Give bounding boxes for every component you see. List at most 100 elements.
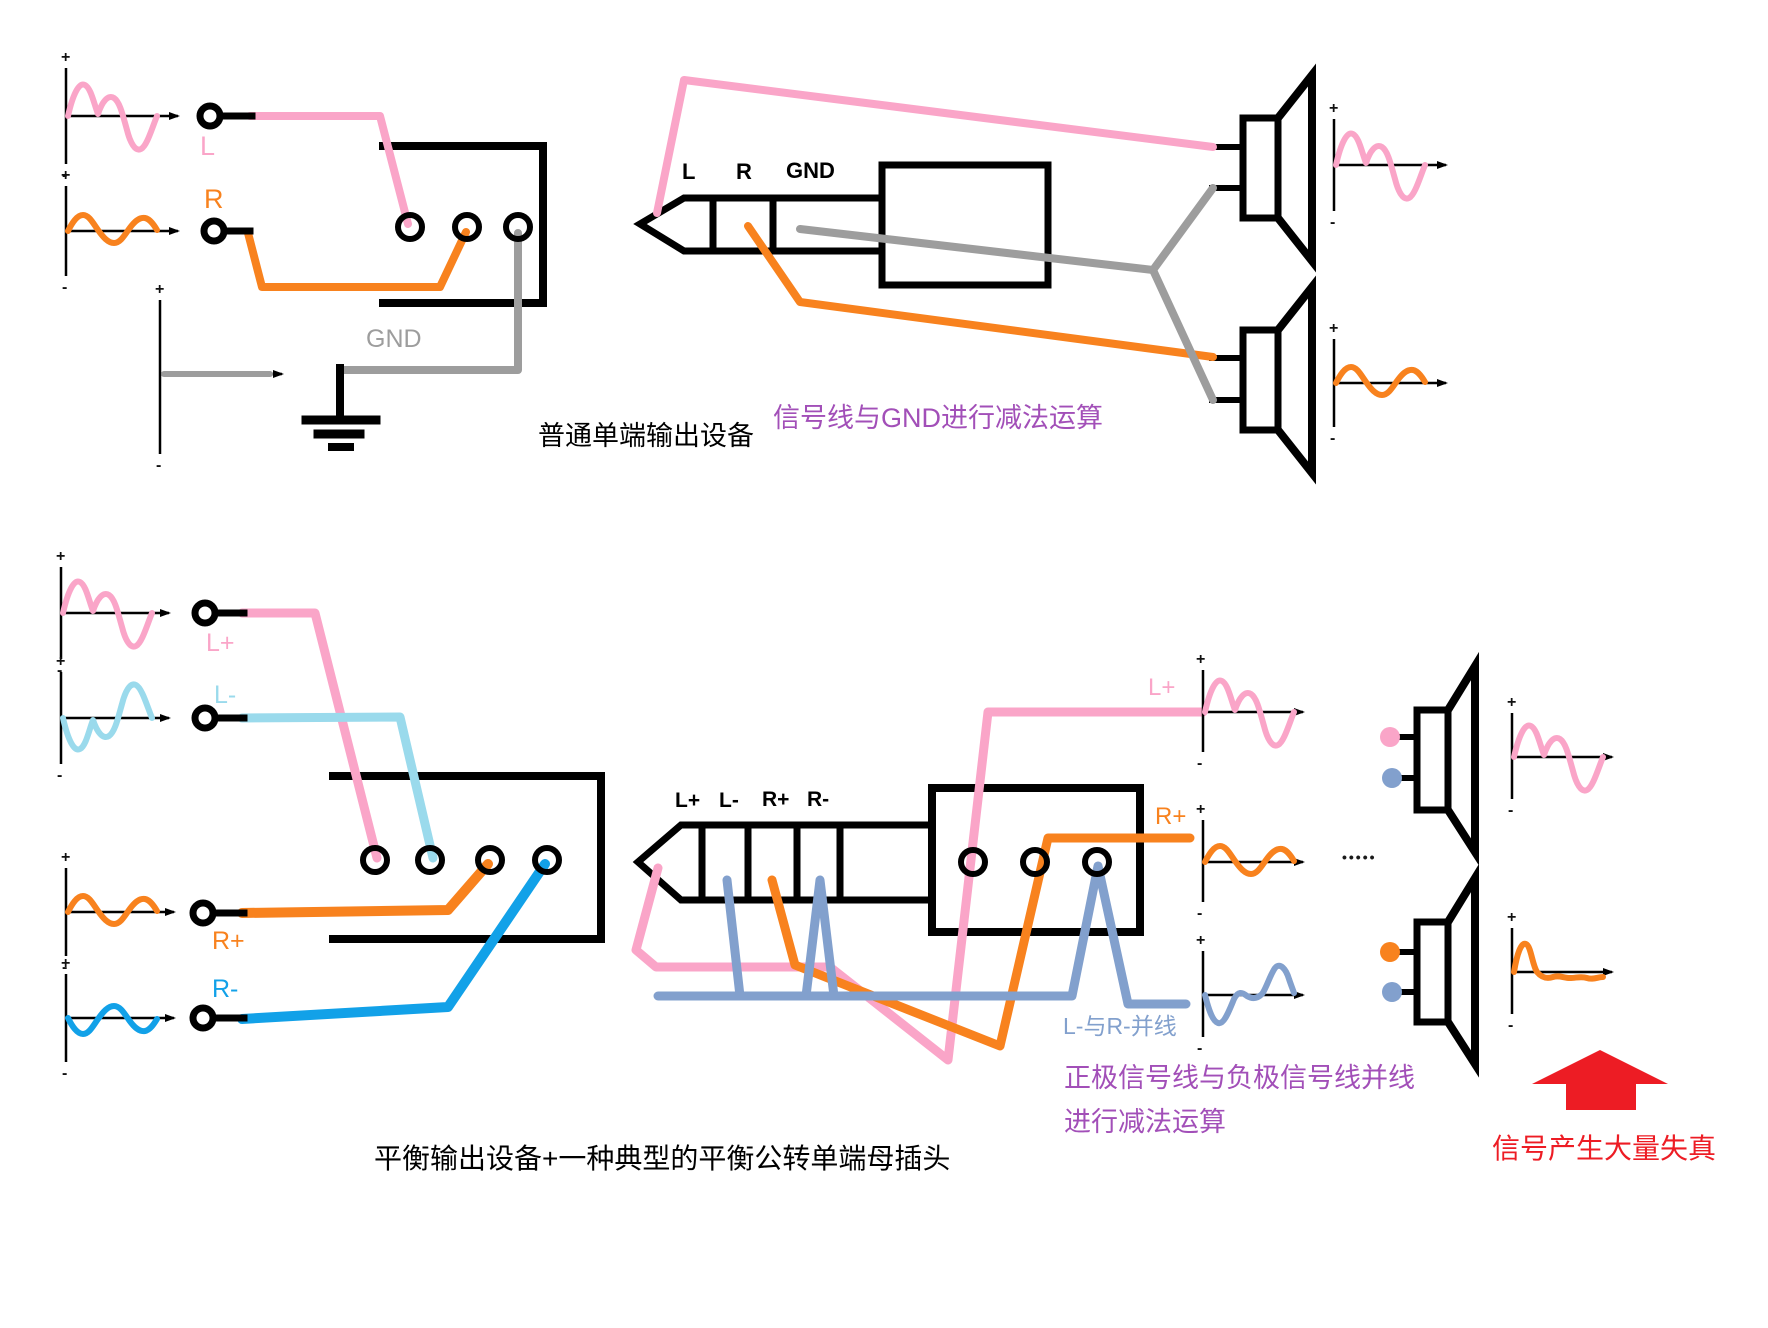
axis-minus: -	[1330, 430, 1335, 447]
note-balanced-line2: 进行减法运算	[1064, 1107, 1226, 1137]
speaker-icon	[1209, 275, 1316, 485]
axis-plus: +	[1196, 801, 1205, 818]
wire-dot-pink	[1380, 727, 1400, 747]
waveform-rminus-source: + -	[61, 955, 176, 1082]
plug-label-gnd: GND	[786, 158, 835, 183]
warning-distortion: 信号产生大量失真	[1492, 1133, 1717, 1164]
trrs-plug	[632, 784, 1144, 936]
plug-label-lminus: L-	[719, 789, 739, 812]
waveform-r-output: + -	[1329, 320, 1448, 447]
waveform-combined-slate: + -	[1196, 932, 1305, 1057]
axis-minus: -	[62, 167, 67, 184]
ellipsis-dots: •••••	[1342, 849, 1377, 865]
wire-lminus-lightblue	[237, 712, 438, 863]
axis-minus: -	[62, 959, 67, 976]
label-out-lplus: L+	[1148, 674, 1176, 701]
wire-dot-orange	[1380, 942, 1400, 962]
axis-minus: -	[1508, 802, 1513, 819]
caption-balanced: 平衡输出设备+一种典型的平衡公转单端母插头	[374, 1143, 951, 1174]
wire-lplus-pink	[237, 608, 382, 863]
terminal-lminus	[191, 704, 248, 732]
axis-plus: +	[56, 548, 65, 565]
label-lplus: L+	[206, 629, 235, 657]
label-lminus: L-	[214, 681, 237, 709]
adapter-holes	[958, 847, 1112, 877]
waveform-speaker-l-out: + -	[1507, 694, 1614, 819]
wire-r-orange	[244, 222, 1217, 361]
label-l: L	[200, 131, 216, 161]
waveform-l-output: + -	[1329, 100, 1448, 231]
plug-label-l: L	[682, 159, 696, 184]
ground-icon	[301, 364, 381, 451]
axis-plus: +	[61, 849, 70, 866]
axis-plus: +	[56, 653, 65, 670]
plug-label-lplus: L+	[675, 789, 701, 812]
axis-minus: -	[1508, 1017, 1513, 1034]
speaker-icon	[1209, 63, 1316, 273]
speaker-icon	[1380, 863, 1479, 1078]
wire-ring2-orange	[767, 833, 1195, 1051]
waveform-gnd-source: + -	[155, 281, 284, 474]
label-r: R	[204, 184, 224, 214]
speaker-icon	[1380, 651, 1479, 866]
wire-lminus-rminus-slate	[653, 861, 1191, 1009]
wire-rplus-orange	[237, 859, 493, 918]
waveform-rplus-out: + -	[1196, 801, 1305, 922]
axis-minus: -	[1197, 905, 1202, 922]
label-rminus: R-	[212, 975, 239, 1003]
axis-minus: -	[62, 279, 67, 296]
balanced-jack-box	[329, 772, 605, 943]
single-ended-jack-box	[379, 142, 547, 307]
axis-minus: -	[1330, 214, 1335, 231]
axis-plus: +	[1329, 100, 1338, 117]
plug-label-rplus: R+	[762, 788, 790, 811]
label-out-rplus: R+	[1155, 803, 1187, 830]
axis-minus: -	[57, 767, 62, 784]
axis-minus: -	[1197, 1040, 1202, 1057]
waveform-speaker-r-distorted: + -	[1507, 909, 1614, 1034]
axis-minus: -	[57, 662, 62, 679]
axis-minus: -	[156, 457, 161, 474]
note-gnd-subtraction: 信号线与GND进行减法运算	[773, 403, 1103, 433]
axis-minus: -	[1197, 755, 1202, 772]
note-parallel: L-与R-并线	[1063, 1013, 1177, 1039]
jack-holes	[395, 212, 533, 242]
wire-dot-slate	[1382, 982, 1402, 1002]
jack-holes	[360, 845, 562, 875]
plug-label-rminus: R-	[807, 788, 830, 811]
waveform-l-source: + -	[61, 49, 180, 184]
distortion-arrow-icon	[1532, 1050, 1668, 1110]
trs-plug-body	[878, 161, 1052, 289]
axis-plus: +	[1507, 694, 1516, 711]
waveform-rplus-source: + -	[61, 849, 176, 976]
wire-gnd-gray	[336, 184, 1217, 404]
terminal-l	[196, 102, 256, 130]
waveform-lplus-out: + -	[1196, 651, 1305, 772]
axis-plus: +	[1196, 651, 1205, 668]
waveform-lminus-source: + -	[56, 653, 171, 784]
wire-rminus-blue	[237, 859, 550, 1024]
terminal-r	[200, 217, 254, 245]
label-gnd: GND	[366, 325, 422, 353]
axis-plus: +	[61, 49, 70, 66]
waveform-r-source: + -	[61, 167, 180, 296]
axis-plus: +	[61, 955, 70, 972]
wire-l-pink	[246, 76, 1217, 228]
terminal-rminus	[189, 1004, 248, 1032]
axis-plus: +	[155, 281, 164, 298]
axis-minus: -	[62, 1065, 67, 1082]
plug-label-r: R	[736, 159, 752, 184]
terminal-rplus	[189, 899, 248, 927]
axis-plus: +	[61, 167, 70, 184]
axis-plus: +	[1196, 932, 1205, 949]
note-balanced-line1: 正极信号线与负极信号线并线	[1064, 1063, 1415, 1093]
wire-dot-slate	[1382, 768, 1402, 788]
axis-plus: +	[1329, 320, 1338, 337]
trs-plug	[633, 161, 1052, 289]
waveform-lplus-source: + -	[56, 548, 171, 679]
label-rplus: R+	[212, 927, 245, 955]
axis-plus: +	[1507, 909, 1516, 926]
terminal-lplus	[191, 599, 248, 627]
